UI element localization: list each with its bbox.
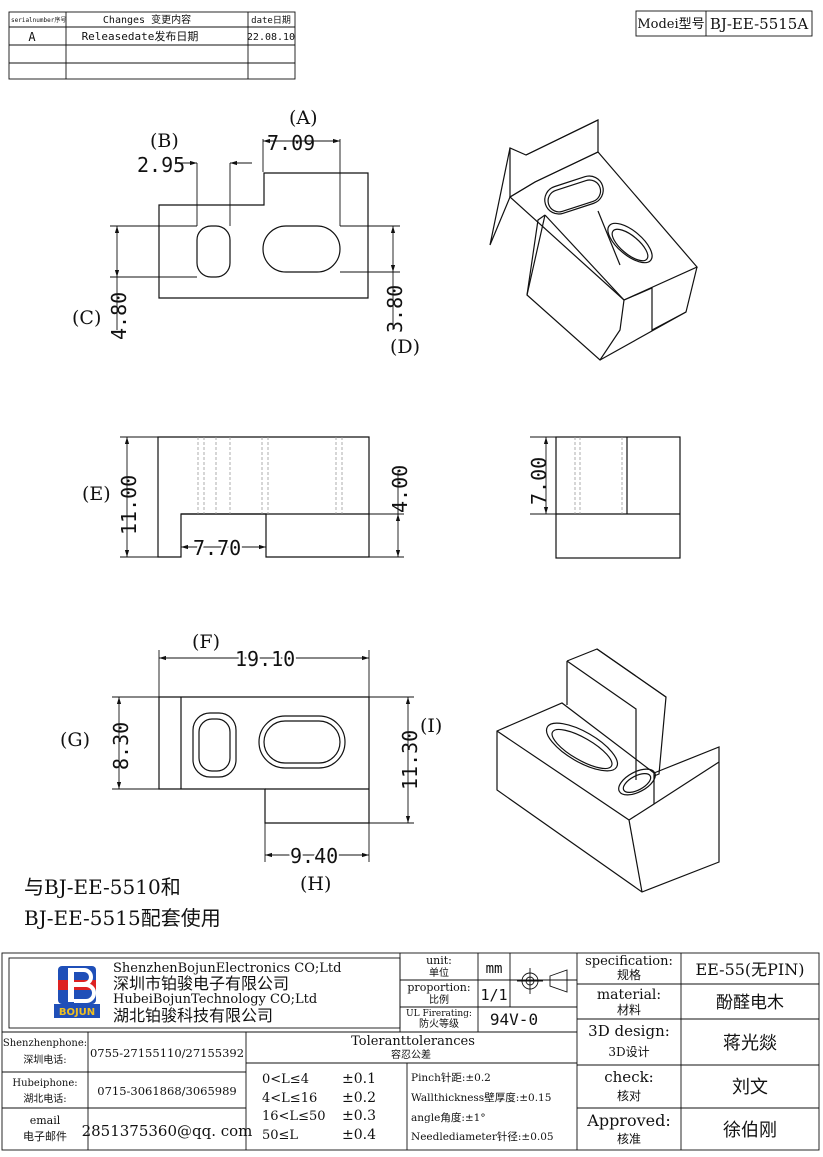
note-line-2: BJ-EE-5515配套使用 (24, 906, 221, 930)
approved-label-en: Approved: (586, 1111, 670, 1130)
model-box: Modei型号 BJ-EE-5515A (635, 10, 813, 37)
phone-hb-label-en: Hubeiphone: (12, 1078, 77, 1089)
front-view (120, 436, 404, 558)
dim-gap-value: 7.70 (193, 536, 241, 560)
tol-note-3: angle角度:±1° (411, 1111, 486, 1124)
tol-title-en: Toleranttolerances (351, 1034, 475, 1049)
design-label-cn: 3D设计 (608, 1045, 649, 1059)
dim-b-letter: (B) (150, 130, 179, 152)
bojun-logo (54, 966, 100, 1018)
email-value: 2851375360@qq. com (82, 1122, 253, 1140)
dim-c-letter: (C) (72, 307, 101, 329)
rev-header-date: date日期 (251, 15, 291, 26)
dim-e2-value: 4.00 (388, 465, 412, 513)
approved-value: 徐伯刚 (723, 1120, 777, 1141)
spec-label-en: specification: (585, 954, 673, 969)
rev-row-change: Releasedate发布日期 (82, 29, 199, 43)
revision-table: serialnumber序号 Changes 变更内容 date日期 A Rel… (8, 11, 296, 80)
dim-f-value: 19.10 (235, 647, 295, 671)
rev-header-serial: serialnumber序号 (11, 16, 66, 24)
check-label-cn: 核对 (617, 1089, 641, 1103)
logo-text: BOJUN (59, 1007, 95, 1018)
proportion-label-cn: 比例 (429, 993, 449, 1006)
design-label-en: 3D design: (588, 1022, 670, 1040)
rev-row-date: 22.08.10 (247, 32, 295, 43)
spec-label-cn: 规格 (617, 967, 641, 982)
bottom-view (112, 650, 414, 862)
check-value: 刘文 (732, 1077, 768, 1098)
material-label-cn: 材料 (617, 1003, 641, 1017)
ul-label-en: UL Firerating: (406, 1009, 472, 1019)
proportion-value: 1/1 (480, 986, 507, 1004)
rev-row-serial: A (28, 30, 36, 44)
spec-value: EE-55(无PIN) (696, 960, 805, 979)
phone-sz-value: 0755-27155110/27155392 (90, 1046, 244, 1060)
dim-g-letter: (G) (60, 729, 90, 751)
tol-value-2: ±0.2 (342, 1090, 376, 1106)
email-label-en: email (30, 1114, 61, 1127)
phone-sz-label-en: Shenzhenphone: (3, 1038, 87, 1049)
phone-sz-label-cn: 深圳电话: (23, 1053, 66, 1066)
tol-range-3: 16<L≤50 (262, 1109, 326, 1124)
proportion-label-en: proportion: (407, 981, 470, 994)
tol-note-1: Pinch针距:±0.2 (411, 1071, 491, 1084)
tol-note-2: Wallthickness壁厚度:±0.15 (411, 1091, 551, 1104)
unit-label-cn: 单位 (429, 966, 449, 979)
dim-d-letter: (D) (390, 336, 420, 358)
iso-view-bottom (496, 648, 720, 893)
dim-e-value: 11.00 (117, 475, 141, 535)
company-en-1: ShenzhenBojunElectronics CO;Ltd (113, 961, 341, 976)
phone-hb-value: 0715-3061868/3065989 (97, 1084, 236, 1098)
dim-a-letter: (A) (289, 107, 318, 129)
email-label-cn: 电子邮件 (23, 1130, 67, 1143)
model-value: BJ-EE-5515A (710, 15, 809, 33)
check-label-en: check: (604, 1068, 653, 1086)
dim-h-letter: (H) (300, 873, 331, 895)
dim-f-letter: (F) (192, 631, 220, 653)
phone-hb-label-cn: 湖北电话: (23, 1092, 66, 1105)
dim-a-value: 7.09 (267, 131, 315, 155)
dim-c-value: 4.80 (107, 292, 131, 340)
dim-b-value: 2.95 (137, 153, 185, 177)
note-line-1: 与BJ-EE-5510和 (24, 875, 181, 899)
dim-g-value: 8.30 (109, 722, 133, 770)
tol-value-1: ±0.1 (342, 1071, 376, 1087)
tol-range-1: 0<L≤4 (262, 1072, 309, 1087)
material-label-en: material: (597, 987, 661, 1003)
company-cn-2: 湖北铂骏科技有限公司 (113, 1006, 273, 1025)
title-block (1, 952, 820, 1151)
unit-label-en: unit: (426, 954, 452, 967)
tol-value-4: ±0.4 (342, 1127, 376, 1143)
dim-i-letter: (I) (420, 715, 442, 737)
company-en-2: HubeiBojunTechnology CO;Ltd (113, 992, 317, 1007)
rev-header-changes: Changes 变更内容 (103, 13, 191, 26)
top-view (110, 138, 400, 330)
unit-value: mm (486, 961, 503, 977)
tol-note-4: Needlediameter针径:±0.05 (411, 1130, 554, 1143)
iso-view-top (489, 119, 698, 361)
tol-range-2: 4<L≤16 (262, 1091, 317, 1106)
tol-value-3: ±0.3 (342, 1108, 376, 1124)
dim-i-value: 11.30 (398, 730, 422, 790)
model-label: Modei型号 (637, 17, 704, 32)
material-value: 酚醛电木 (716, 993, 784, 1013)
dim-d-value: 3.80 (383, 285, 407, 333)
ul-label-cn: 防火等级 (419, 1017, 459, 1030)
design-value: 蒋光燚 (723, 1033, 777, 1054)
approved-label-cn: 核准 (617, 1132, 641, 1146)
dim-side-value: 7.00 (527, 457, 551, 505)
tol-title-cn: 容忍公差 (391, 1048, 431, 1061)
tol-range-4: 50≤L (262, 1128, 298, 1143)
dim-e-letter: (E) (82, 483, 111, 505)
company-cn-1: 深圳市铂骏电子有限公司 (113, 974, 289, 993)
side-view (530, 436, 681, 559)
ul-value: 94V-0 (490, 1010, 538, 1029)
dim-h-value: 9.40 (290, 844, 338, 868)
